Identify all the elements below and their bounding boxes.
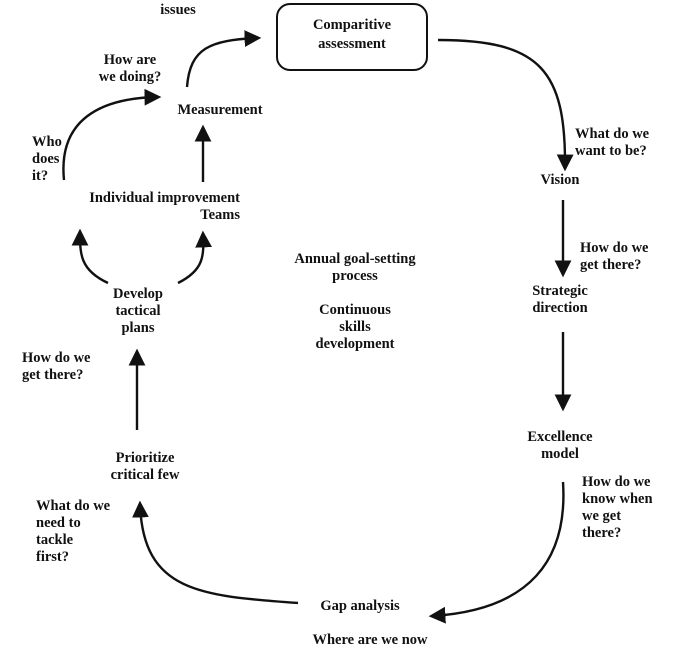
arrow-excellence-to-gap (428, 481, 565, 624)
develop-tactical-plans-label: Develop tactical plans (113, 286, 163, 336)
arrow-individual-to-measurement (62, 88, 162, 181)
question-how-are-we-doing: How are we doing? (98, 52, 162, 85)
question-know-when-there: How do we know when we get there? (582, 474, 653, 541)
gap-analysis-label: Gap analysis (320, 598, 400, 614)
prioritize-critical-few-label: Prioritize critical few (110, 450, 180, 483)
vision-label: Vision (540, 172, 580, 188)
arrow-comparative-to-vision (437, 38, 574, 172)
comparative-assessment-box: Comparitive assessment (276, 3, 428, 71)
arrow-tactical-to-individual (71, 228, 109, 285)
comparative-assessment-label: Comparitive assessment (312, 17, 392, 52)
excellence-model-label: Excellence model (527, 429, 593, 462)
strategic-direction-label: Strategic direction (532, 283, 588, 316)
measurement-label: Measurement (177, 102, 263, 118)
individual-improvement-teams-label: Individual improvement Teams (89, 190, 240, 223)
issues-label: issues (160, 2, 196, 18)
arrow-tactical-to-teams (177, 230, 213, 285)
question-where-are-we-now: Where are we now (312, 632, 428, 648)
arrow-gap-to-prioritize (132, 500, 299, 605)
question-who-does-it: Who does it? (32, 134, 62, 184)
question-what-tackle-first: What do we need to tackle first? (36, 498, 111, 565)
question-how-get-there-right: How do we get there? (580, 240, 649, 273)
question-what-want-to-be: What do we want to be? (575, 126, 650, 159)
annual-goal-setting-label: Annual goal-setting process (294, 251, 416, 284)
question-how-get-there-left: How do we get there? (22, 350, 91, 383)
arrow-measurement-to-comparative (185, 30, 262, 88)
continuous-skills-label: Continuous skills development (315, 302, 395, 352)
